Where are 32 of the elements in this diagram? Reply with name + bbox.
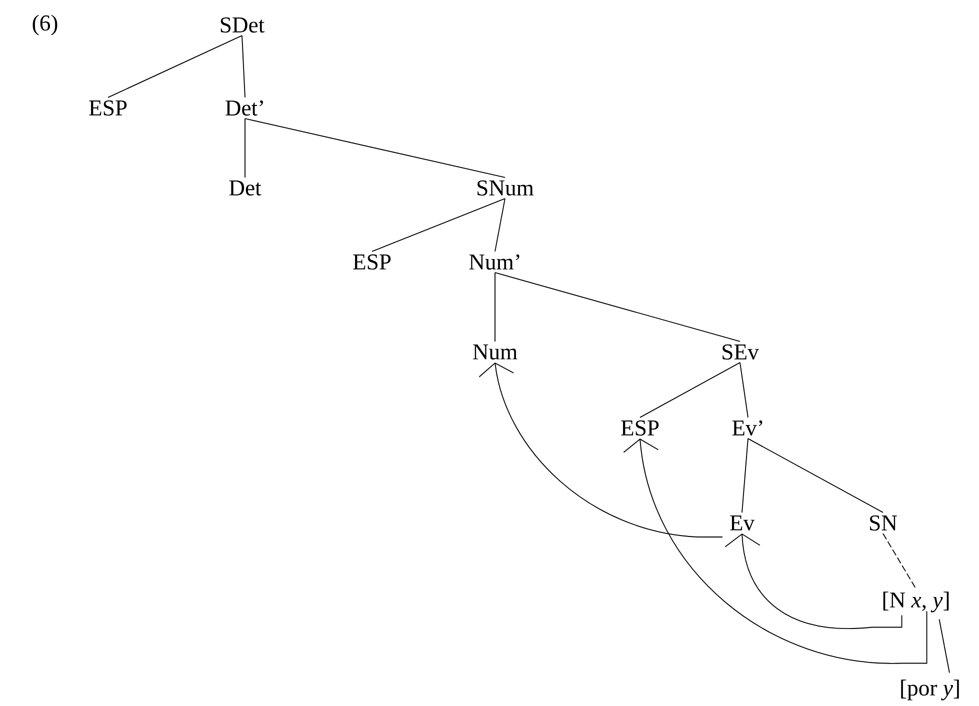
category-label: SDet	[220, 17, 265, 33]
category-label: Num’	[469, 254, 520, 270]
category-label: SNum	[478, 180, 534, 196]
movement-arrow	[478, 362, 723, 538]
tree-branch	[742, 438, 748, 513]
example-number: (6)	[32, 14, 58, 36]
tree-branch	[882, 533, 916, 590]
category-label: Num	[472, 344, 518, 360]
tree-branch	[372, 198, 506, 252]
tree-branch	[494, 272, 496, 342]
tree-branch	[244, 118, 506, 178]
tree-branch	[242, 35, 246, 98]
category-label: Ev’	[732, 420, 762, 436]
tree-branch	[938, 618, 950, 674]
tree-branch	[494, 198, 506, 252]
tree-branch	[108, 35, 242, 98]
movement-arrow	[623, 438, 928, 664]
category-label: Ev	[730, 515, 755, 531]
tree-branch	[640, 362, 740, 418]
category-label: Det’	[226, 100, 263, 116]
tree-branch	[494, 272, 740, 342]
category-label: [por y]	[901, 680, 959, 700]
category-label: ESP	[353, 254, 391, 270]
category-label: ESP	[621, 420, 659, 436]
tree-branch	[740, 362, 748, 418]
tree-branch	[244, 118, 246, 178]
tree-branch	[748, 438, 884, 513]
category-label: ESP	[89, 100, 127, 116]
category-label: [N x, y]	[883, 592, 949, 612]
category-label: SN	[870, 515, 897, 531]
category-label: SEv	[722, 344, 759, 360]
category-label: Det	[229, 180, 262, 196]
